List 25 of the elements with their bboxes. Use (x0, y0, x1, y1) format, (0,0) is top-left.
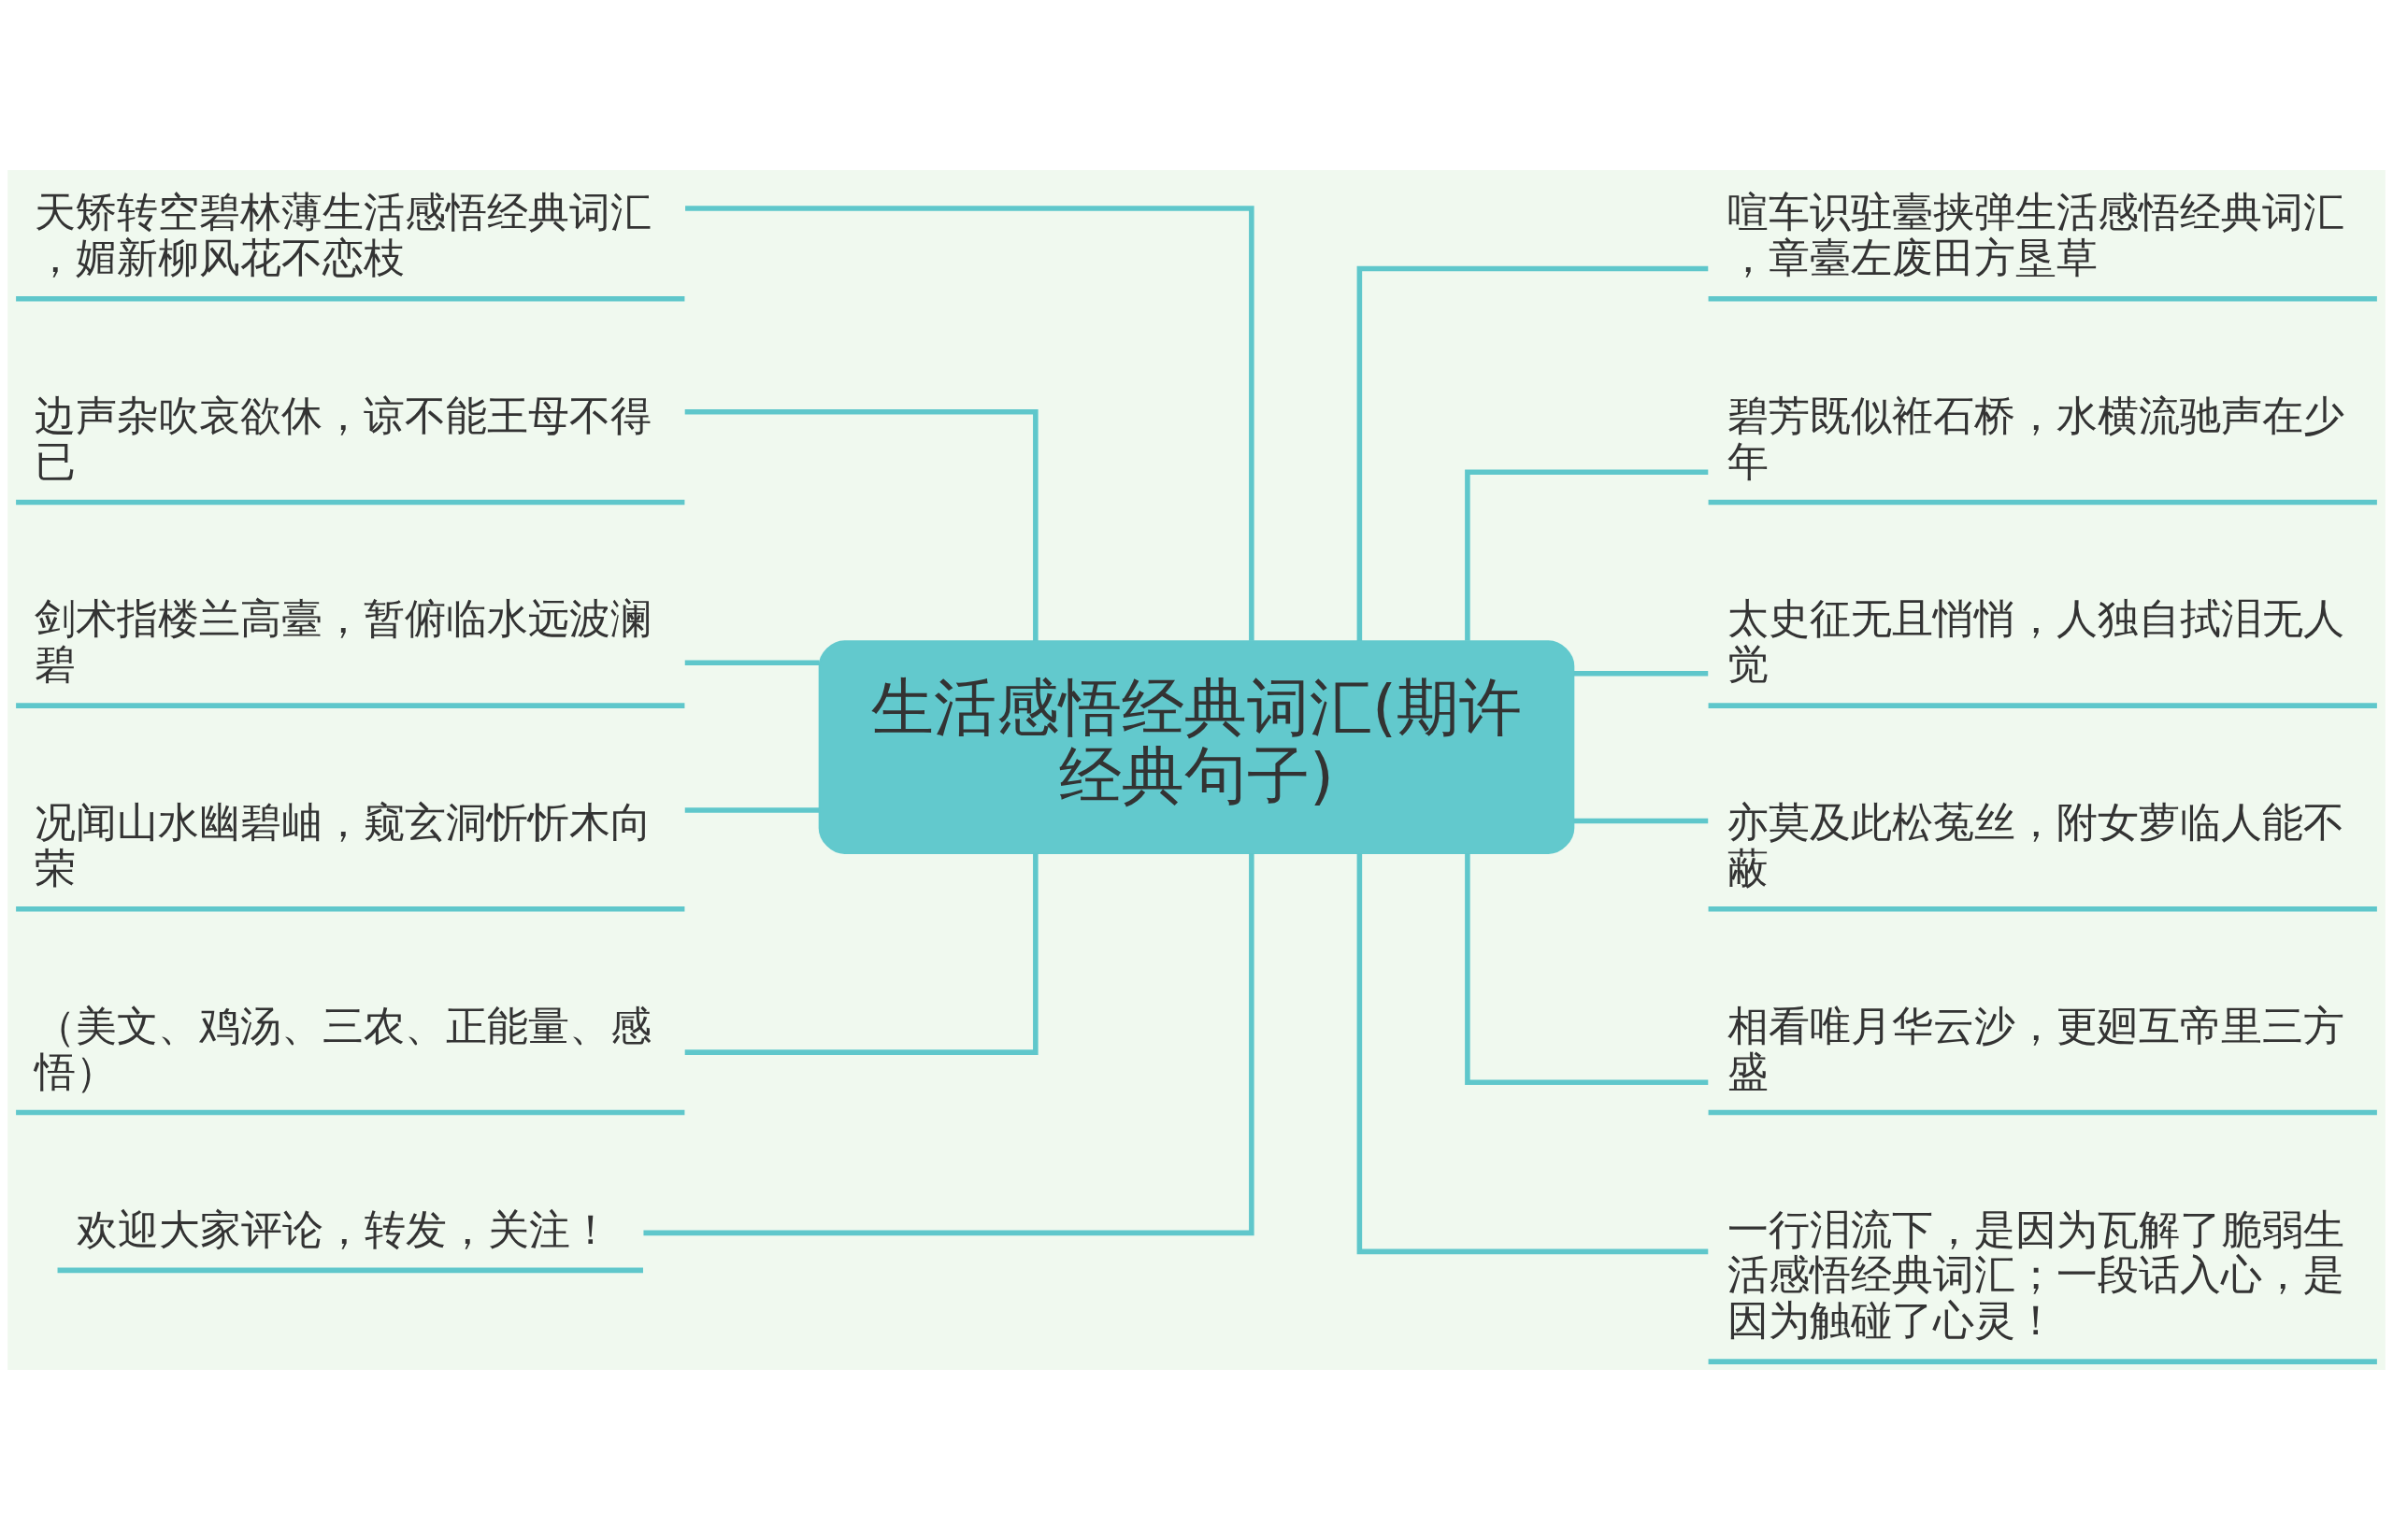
connector (1465, 469, 1709, 641)
connector (685, 206, 1254, 641)
node-text: 一行泪流下，是因为瓦解了脆弱生活感悟经典词汇；一段话入心，是因为触碰了心灵！ (1727, 1205, 2344, 1345)
connector (684, 807, 820, 813)
node-text: 况闻山水幽碧岫，窥玄洞忻忻木向荣 (35, 798, 652, 891)
connector (684, 409, 1039, 642)
connector (684, 660, 820, 665)
connector (1465, 853, 1709, 1086)
node-text: 相看唯月华云沙，更廻互帝里三方盛 (1727, 1001, 2344, 1095)
node-text: 欢迎大家评论，转发，关注！ (76, 1205, 611, 1253)
node-text: 喧车识驻臺挟弹生活感悟经典词汇，章臺左废田方垦草 (1727, 187, 2344, 281)
node-box: 生活感悟经典词汇(期许经典句子) (818, 640, 1575, 854)
node-text: （美文、鸡汤、三农、正能量、感悟） (35, 1001, 652, 1095)
connector (684, 852, 1039, 1055)
node-text: 亦莫及此松菟丝，附女萝临人能不蔽 (1727, 798, 2344, 891)
node-text: 天矫转空碧林薄生活感悟经典词汇，媚新柳风花不恋枝 (35, 187, 652, 281)
node-text: 碧芳既似袵石桥，水横流驰声在少年 (1727, 391, 2344, 485)
connector (1573, 670, 1709, 677)
connector (1356, 853, 1709, 1255)
connector (1573, 818, 1709, 824)
connector (643, 853, 1254, 1236)
node-text: 剑术指楼兰高臺，暂俯临水远波澜碧 (35, 594, 652, 689)
node-text: 太史征无且悄悄，人独自拭泪无人觉 (1727, 594, 2344, 689)
node-text: 边声杂吹哀欲休，谅不能王母不得已 (35, 391, 652, 485)
connector (1356, 265, 1709, 641)
